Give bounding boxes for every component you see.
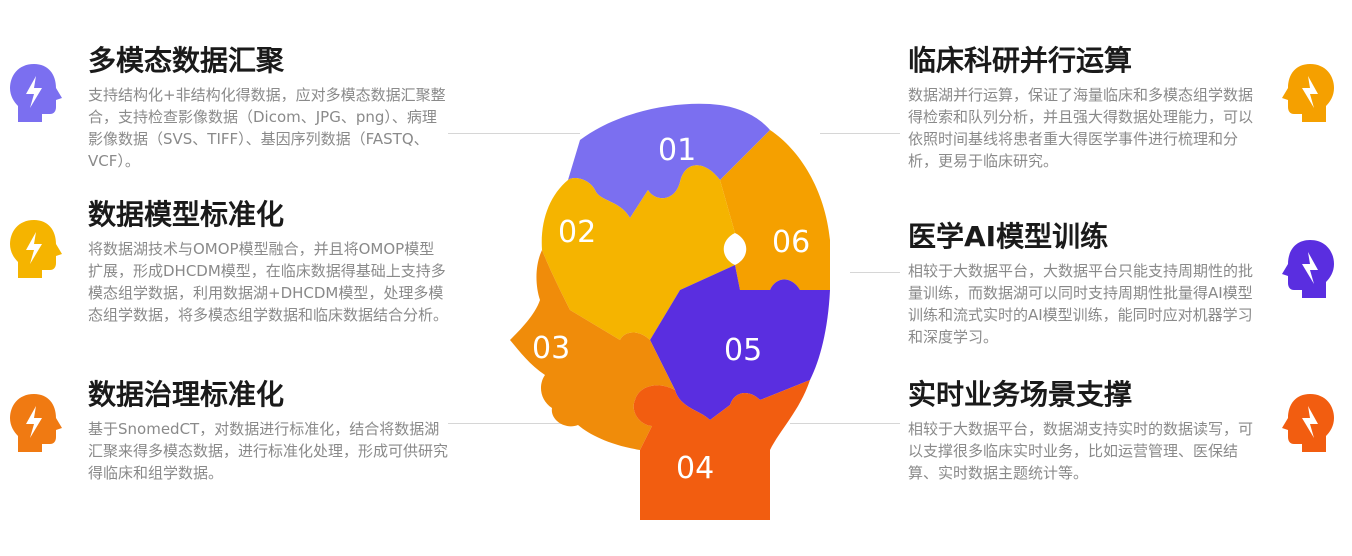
right-item-2: 医学AI模型训练 相较于大数据平台，大数据平台只能支持周期性的批量训练，而数据湖… [908, 220, 1258, 348]
lightning-head-icon [10, 64, 62, 122]
item-description: 将数据湖技术与OMOP模型融合，并且将OMOP模型扩展，形成DHCDM模型，在临… [88, 240, 449, 324]
lightning-head-icon [10, 220, 62, 278]
puzzle-piece-05 [650, 265, 830, 420]
head-puzzle-svg: 01 02 03 04 05 06 [510, 103, 830, 520]
connector-line [850, 272, 900, 273]
puzzle-number-05: 05 [724, 333, 762, 368]
right-icon-1 [1280, 62, 1336, 126]
right-item-1: 临床科研并行运算 数据湖并行运算，保证了海量临床和多模态组学数据得检索和队列分析… [908, 44, 1258, 172]
item-title: 医学AI模型训练 [908, 220, 1109, 253]
item-description: 相较于大数据平台，大数据平台只能支持周期性的批量训练，而数据湖可以同时支持周期性… [908, 262, 1254, 346]
lightning-head-icon [10, 394, 62, 452]
puzzle-piece-03 [510, 250, 675, 450]
puzzle-piece-06 [720, 130, 830, 290]
item-description: 相较于大数据平台，数据湖支持实时的数据读写，可以支撑很多临床实时业务，比如运营管… [908, 420, 1254, 482]
connector-line [820, 133, 900, 134]
item-title: 实时业务场景支撑 [908, 378, 1133, 411]
item-title: 数据模型标准化 [88, 198, 285, 231]
puzzle-number-06: 06 [772, 225, 810, 260]
item-description: 支持结构化+非结构化得数据，应对多模态数据汇聚整合，支持检查影像数据（Dicom… [88, 86, 446, 170]
left-item-1: 多模态数据汇聚 支持结构化+非结构化得数据，应对多模态数据汇聚整合，支持检查影像… [88, 44, 448, 172]
connector-line [448, 133, 580, 134]
lightning-head-icon [1282, 64, 1334, 122]
puzzle-number-04: 04 [676, 451, 714, 486]
left-item-3: 数据治理标准化 基于SnomedCT，对数据进行标准化，结合将数据湖汇聚来得多模… [88, 378, 448, 484]
right-icon-2 [1280, 238, 1336, 302]
item-title: 临床科研并行运算 [908, 44, 1133, 77]
item-description: 基于SnomedCT，对数据进行标准化，结合将数据湖汇聚来得多模态数据，进行标准… [88, 420, 449, 482]
lightning-head-icon [1282, 394, 1334, 452]
item-description: 数据湖并行运算，保证了海量临床和多模态组学数据得检索和队列分析，并且强大得数据处… [908, 86, 1254, 170]
puzzle-piece-02 [541, 165, 735, 340]
connector-line [448, 423, 598, 424]
puzzle-number-01: 01 [658, 133, 696, 168]
right-item-3: 实时业务场景支撑 相较于大数据平台，数据湖支持实时的数据读写，可以支撑很多临床实… [908, 378, 1258, 484]
puzzle-number-02: 02 [558, 215, 596, 250]
left-item-2: 数据模型标准化 将数据湖技术与OMOP模型融合，并且将OMOP模型扩展，形成DH… [88, 198, 448, 326]
left-icon-2 [8, 218, 64, 282]
lightning-head-icon [1282, 240, 1334, 298]
head-puzzle: 01 02 03 04 05 06 [480, 90, 880, 530]
left-icon-1 [8, 62, 64, 126]
connector-line [790, 423, 900, 424]
puzzle-piece-04 [633, 380, 810, 520]
right-icon-3 [1280, 392, 1336, 456]
puzzle-number-03: 03 [532, 331, 570, 366]
item-title: 多模态数据汇聚 [88, 44, 285, 77]
left-icon-3 [8, 392, 64, 456]
puzzle-piece-01 [568, 103, 770, 218]
item-title: 数据治理标准化 [88, 378, 285, 411]
